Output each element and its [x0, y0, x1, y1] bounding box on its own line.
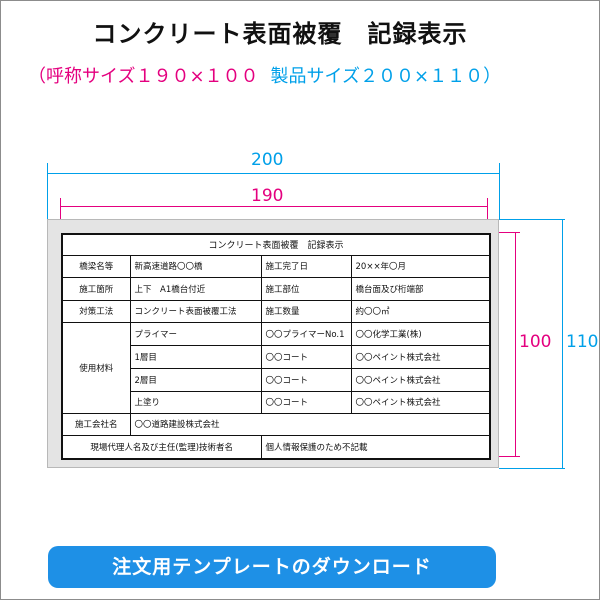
row-value: 新高速道路〇〇橋	[129, 254, 262, 278]
table-row: 対策工法 コンクリート表面被覆工法 施工数量 約〇〇㎡	[61, 299, 491, 323]
material-maker: 〇〇ペイント株式会社	[350, 344, 491, 369]
row-label: 施工数量	[260, 299, 352, 323]
download-template-button[interactable]: 注文用テンプレートのダウンロード	[48, 546, 496, 588]
outer-height-tick-bottom	[499, 468, 565, 469]
material-product: 〇〇プライマーNo.1	[260, 321, 352, 346]
inner-width-tick-left	[60, 198, 61, 232]
materials-label: 使用材料	[61, 321, 131, 414]
product-size: 製品サイズ２００×１１０	[270, 66, 484, 87]
row-value: 約〇〇㎡	[350, 299, 491, 323]
material-layer: 2層目	[129, 367, 262, 392]
table-header-row: コンクリート表面被覆 記録表示	[61, 233, 491, 256]
outer-height-tick-top	[499, 219, 565, 220]
inner-width-label: 190	[251, 186, 284, 206]
material-product: 〇〇コート	[260, 390, 352, 414]
inner-height-line	[515, 232, 516, 456]
record-plate: コンクリート表面被覆 記録表示 橋梁名等 新高速道路〇〇橋 施工完了日 20××…	[47, 219, 499, 468]
table-row: 施工会社名 〇〇道路建設株式会社	[61, 412, 491, 436]
material-maker: 〇〇ペイント株式会社	[350, 390, 491, 414]
plate-header: コンクリート表面被覆 記録表示	[61, 233, 491, 256]
row-label: 施工完了日	[260, 254, 352, 278]
table-row: 使用材料 プライマー 〇〇プライマーNo.1 〇〇化学工業(株)	[61, 321, 491, 414]
row-label: 対策工法	[61, 299, 131, 323]
inner-height-label: 100	[519, 332, 552, 352]
inner-width-line	[60, 206, 487, 207]
material-product: 〇〇コート	[260, 344, 352, 369]
inner-width-tick-right	[487, 198, 488, 232]
outer-height-line	[562, 219, 563, 468]
table-row: 施工箇所 上下 A1橋台付近 施工部位 橋台面及び桁端部	[61, 276, 491, 301]
company-label: 施工会社名	[61, 412, 131, 436]
material-maker: 〇〇化学工業(株)	[350, 321, 491, 346]
page-title: コンクリート表面被覆 記録表示	[92, 20, 468, 48]
row-value: 上下 A1橋台付近	[129, 276, 262, 301]
outer-height-label: 110	[566, 332, 599, 352]
material-layer: プライマー	[129, 321, 262, 346]
outer-width-tick-right	[499, 163, 500, 219]
table-row: 2層目 〇〇コート 〇〇ペイント株式会社	[62, 367, 491, 392]
size-open-paren: （	[28, 66, 46, 87]
inner-height-tick-bottom	[488, 456, 520, 457]
material-layer: 1層目	[129, 344, 262, 369]
table-row: 現場代理人名及び主任(監理)技術者名 個人情報保護のため不記載	[61, 434, 491, 460]
row-label: 施工箇所	[61, 276, 131, 301]
engineer-value: 個人情報保護のため不記載	[260, 434, 491, 460]
inner-height-tick-top	[488, 232, 520, 233]
row-label: 橋梁名等	[61, 254, 131, 278]
company-value: 〇〇道路建設株式会社	[129, 412, 491, 436]
engineer-label: 現場代理人名及び主任(監理)技術者名	[61, 434, 262, 460]
row-label: 施工部位	[260, 276, 352, 301]
outer-width-line	[47, 173, 499, 174]
outer-width-label: 200	[251, 150, 284, 170]
material-product: 〇〇コート	[260, 367, 352, 392]
row-value: コンクリート表面被覆工法	[129, 299, 262, 323]
record-table: コンクリート表面被覆 記録表示 橋梁名等 新高速道路〇〇橋 施工完了日 20××…	[61, 233, 492, 460]
size-close-paren: ）	[483, 66, 502, 87]
material-maker: 〇〇ペイント株式会社	[350, 367, 491, 392]
material-layer: 上塗り	[129, 390, 262, 414]
outer-width-tick-left	[47, 163, 48, 219]
table-row: 橋梁名等 新高速道路〇〇橋 施工完了日 20××年〇月	[61, 254, 491, 278]
nominal-size: 呼称サイズ１９０×１００	[46, 66, 259, 87]
row-value: 橋台面及び桁端部	[350, 276, 491, 301]
row-value: 20××年〇月	[350, 254, 491, 278]
size-info: （呼称サイズ１９０×１００ 製品サイズ２００×１１０）	[28, 62, 501, 88]
